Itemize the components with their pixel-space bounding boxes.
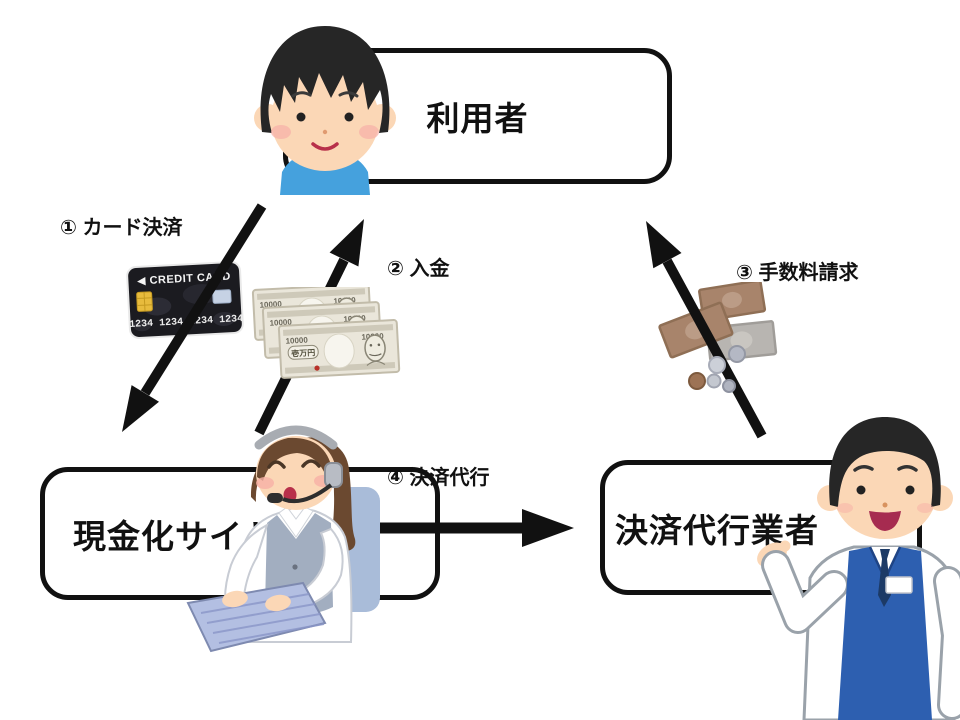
boy-cheek	[359, 125, 379, 139]
flow-label-card-payment: ① カード決済	[60, 217, 183, 239]
banknote-stack-icon: 10000 10000 10000 10000 10000 10000 壱万円	[251, 287, 401, 379]
boy-cheek	[271, 125, 291, 139]
boy-hair	[260, 26, 390, 133]
agent-eye	[905, 485, 915, 495]
agent-hair	[829, 417, 941, 507]
boy-eye	[344, 112, 354, 122]
bill-denom: 10000	[269, 318, 292, 328]
operator-hand	[265, 594, 291, 612]
flow-label-deposit: ② 入金	[387, 258, 450, 280]
bill-denom: 10000	[285, 336, 308, 346]
headset-band-icon	[254, 425, 338, 450]
card-chip-lines	[136, 292, 153, 312]
boy-eye	[296, 112, 306, 122]
agent-nose	[882, 502, 888, 508]
vest-button	[292, 564, 298, 570]
boy-mouth	[311, 142, 339, 151]
coins-icon	[688, 345, 746, 393]
agent-name-tag	[885, 576, 913, 594]
operator-closed-eyes	[267, 459, 321, 469]
arrow-card-payment	[122, 203, 267, 432]
bill-denom: 10000	[259, 300, 282, 310]
operator-left-arm	[223, 522, 269, 607]
boy-illustration	[254, 26, 396, 195]
bill-red-seal	[314, 365, 320, 371]
card-hologram	[212, 289, 232, 304]
agent-mouth	[869, 511, 901, 531]
agent-illustration	[757, 417, 960, 720]
headset-mic-icon	[267, 493, 283, 503]
headset-mic-arm	[282, 483, 333, 504]
operator-fringe	[257, 437, 332, 485]
agent-left-arm	[764, 553, 846, 631]
keyboard-keys	[200, 593, 325, 644]
headset-earcup-icon	[324, 462, 343, 488]
banknote-front: 10000 10000 壱万円	[277, 319, 401, 379]
agent-eye	[856, 485, 866, 495]
operator-hand	[222, 590, 248, 608]
boy-nose	[322, 129, 328, 135]
boy-eyebrows	[291, 91, 359, 98]
flow-label-settlement: ④ 決済代行	[387, 467, 490, 489]
arrow-settlement	[372, 509, 574, 547]
agent-thumb	[779, 540, 791, 552]
flow-label-fee-billing: ③ 手数料請求	[736, 262, 859, 284]
arrow-fee-billing	[646, 221, 767, 439]
node-user-label: 利用者	[426, 100, 529, 137]
card-brand-text: ◀ CREDIT CARD	[137, 271, 231, 288]
bill-face-value: 壱万円	[291, 347, 315, 358]
operator-illustration	[186, 425, 380, 653]
agent-cheek	[837, 503, 853, 513]
agent-eyebrows	[853, 465, 918, 472]
agent-cheek	[917, 503, 933, 513]
operator-cheek	[256, 477, 274, 489]
agent-right-arm	[936, 569, 960, 717]
